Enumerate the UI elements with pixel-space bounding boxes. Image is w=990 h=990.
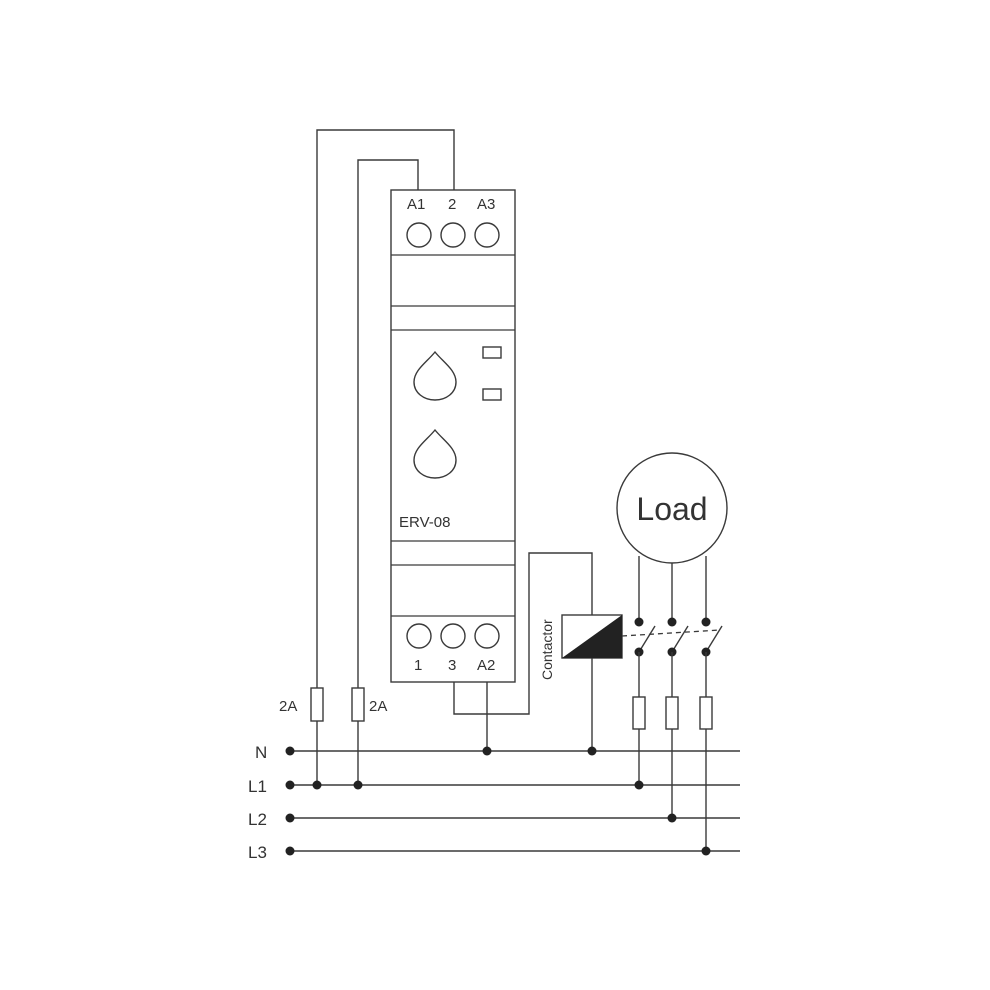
terminal-dot [285, 780, 295, 790]
contact-blade [638, 625, 656, 653]
terminal-label-top: 2 [448, 196, 456, 213]
terminal-dot [285, 813, 295, 823]
terminal-label-bottom: 1 [414, 657, 422, 674]
screw-terminal [440, 222, 466, 248]
terminal-dot [285, 746, 295, 756]
line-label-l3: L3 [248, 843, 267, 862]
output-wiring [453, 552, 597, 756]
terminal-label-top: A3 [477, 196, 495, 213]
fuse-symbol [632, 696, 646, 730]
junction-dot [587, 746, 597, 756]
line-label-l1: L1 [248, 777, 267, 796]
fuse-symbol [351, 687, 365, 722]
line-label-l2: L2 [248, 810, 267, 829]
screw-terminal [406, 623, 432, 649]
wire-terminal-3-to-coil [453, 552, 593, 715]
line-label-n: N [255, 743, 267, 762]
terminal-label-bottom: 3 [448, 657, 456, 674]
control-wiring: 2A 2A [279, 129, 455, 790]
junction-dot [667, 813, 677, 823]
terminal-label-top: A1 [407, 196, 425, 213]
supply-lines: N L1 L2 L3 [248, 743, 740, 862]
knob-icon [413, 428, 457, 479]
terminal-dot [285, 846, 295, 856]
contact-blade [671, 625, 689, 653]
screw-terminal [474, 222, 500, 248]
fuse-symbol [699, 696, 713, 730]
junction-dot [482, 746, 492, 756]
junction-dot [634, 780, 644, 790]
screw-terminal [474, 623, 500, 649]
relay-housing [390, 189, 516, 683]
fuse-label: 2A [369, 698, 387, 715]
load-label: Load [636, 491, 707, 527]
contactor: Contactor [539, 614, 721, 680]
power-circuit [632, 556, 723, 856]
mechanical-link [621, 629, 721, 637]
relay-device: A1 2 A3 ERV-08 1 3 A2 [390, 189, 516, 683]
knob-icon [413, 350, 457, 401]
fuse-label: 2A [279, 698, 297, 715]
screw-terminal [406, 222, 432, 248]
model-label: ERV-08 [399, 514, 450, 531]
fuse-symbol [665, 696, 679, 730]
contact-blade [705, 625, 723, 653]
fuse-symbol [310, 687, 324, 722]
contactor-label: Contactor [539, 619, 555, 680]
led-indicator [482, 388, 502, 401]
led-indicator [482, 346, 502, 359]
wire-to-terminal-2 [316, 129, 455, 785]
screw-terminal [440, 623, 466, 649]
contactor-coil-fill [562, 615, 622, 658]
wire-to-terminal-a1 [357, 159, 419, 785]
junction-dot [701, 846, 711, 856]
contact-dot [701, 617, 711, 627]
contact-dot [667, 617, 677, 627]
terminal-label-bottom: A2 [477, 657, 495, 674]
junction-dot [353, 780, 363, 790]
contact-dot [634, 617, 644, 627]
load: Load [616, 452, 728, 564]
junction-dot [312, 780, 322, 790]
